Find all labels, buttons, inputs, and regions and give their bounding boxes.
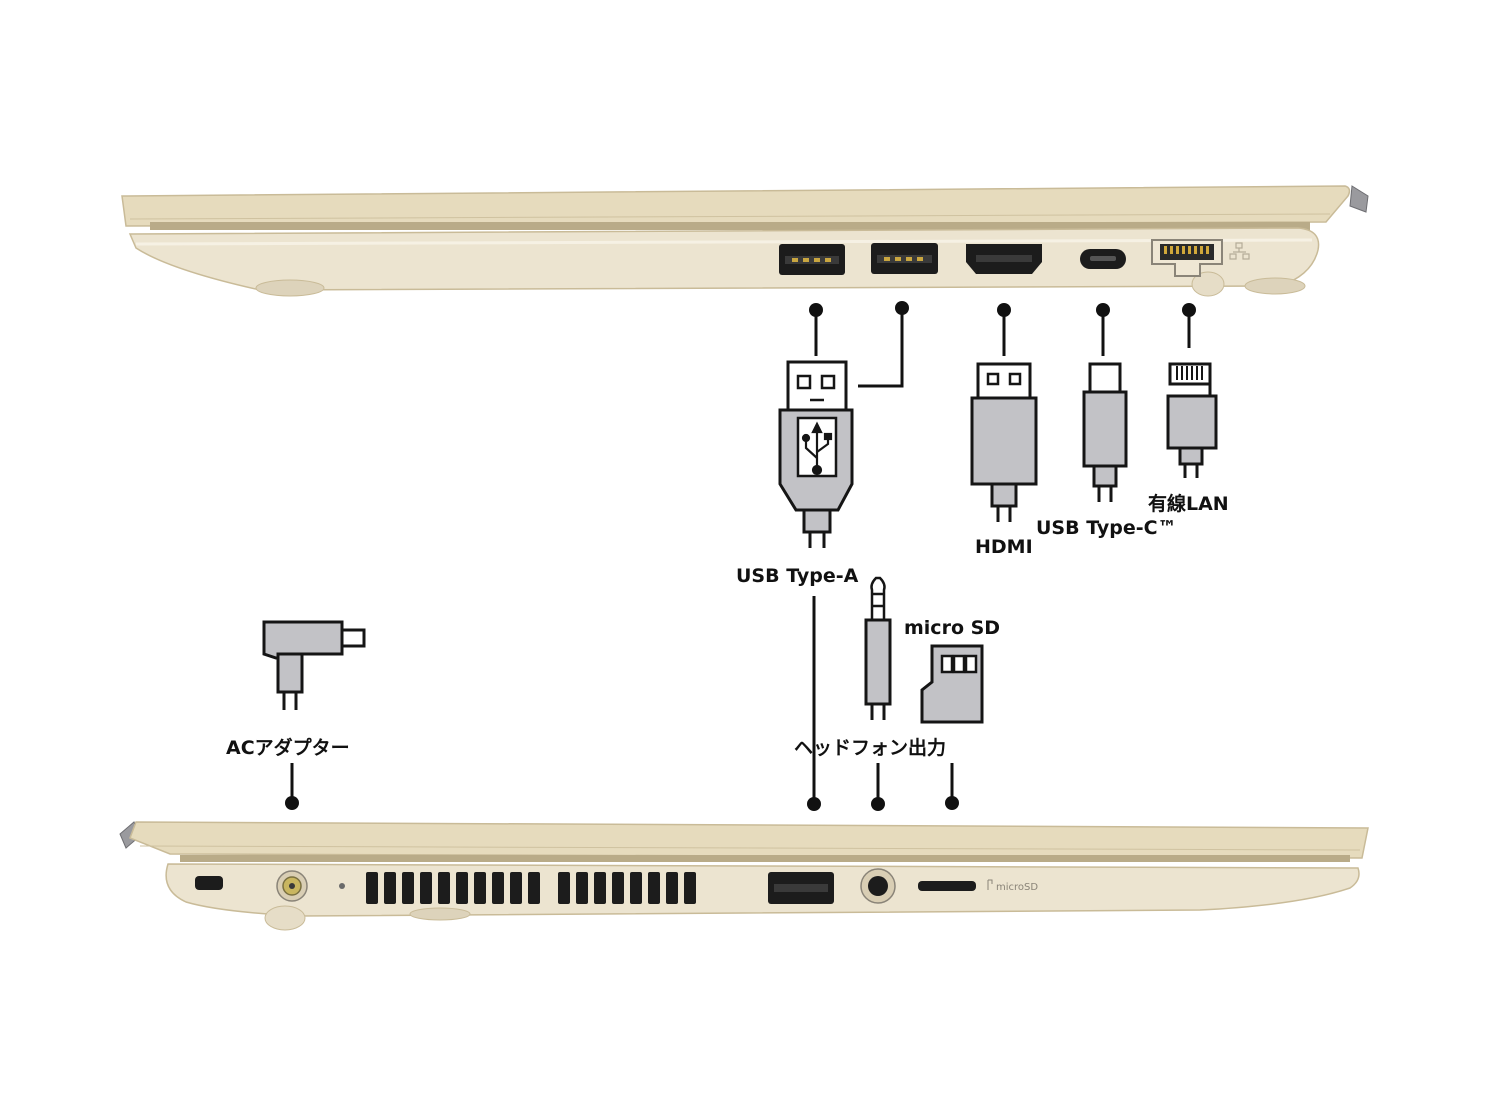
air-vent	[366, 872, 696, 904]
laptop-right-side	[121, 185, 1369, 297]
usb-c-plug-icon	[1082, 362, 1128, 502]
label-usb-type-a: USB Type-A	[736, 565, 859, 587]
leader-lines	[285, 301, 1196, 811]
usb-a-port-1	[779, 244, 845, 275]
usb-a-plug-icon	[778, 360, 854, 548]
status-led	[339, 883, 345, 889]
usb-a-port-left	[768, 872, 834, 904]
hdmi-plug-icon	[970, 362, 1038, 522]
label-micro-sd: micro SD	[904, 617, 1000, 639]
ac-plug-icon	[262, 620, 366, 710]
hdmi-port	[966, 244, 1042, 274]
laptop-base-top	[128, 227, 1320, 291]
laptop-lid-bottom	[129, 821, 1369, 859]
audio-jack-icon	[864, 576, 892, 720]
label-ac-adapter: ACアダプター	[226, 736, 350, 759]
laptop-left-side: microSD	[119, 821, 1369, 931]
dc-in-port	[276, 870, 308, 902]
usb-a-port-2	[871, 243, 938, 274]
microsd-slot: microSD	[918, 879, 1038, 893]
label-usb-type-c: USB Type-C™	[1036, 517, 1177, 539]
label-lan: 有線LAN	[1148, 492, 1229, 515]
laptop-lid-top	[121, 185, 1351, 227]
microsd-port-mark: microSD	[996, 882, 1038, 893]
laptop-base-bottom	[165, 863, 1360, 917]
usb-c-port	[1080, 249, 1126, 269]
label-hdmi: HDMI	[975, 536, 1033, 558]
lan-port	[1151, 239, 1223, 277]
headphone-port	[860, 868, 896, 904]
label-headphone: ヘッドフォン出力	[794, 736, 946, 759]
microsd-card-icon	[920, 644, 984, 724]
lan-symbol-icon	[1229, 242, 1250, 260]
hinge-cap-top	[1349, 185, 1369, 213]
rj45-plug-icon	[1166, 362, 1218, 478]
kensington-lock-icon	[195, 876, 223, 890]
